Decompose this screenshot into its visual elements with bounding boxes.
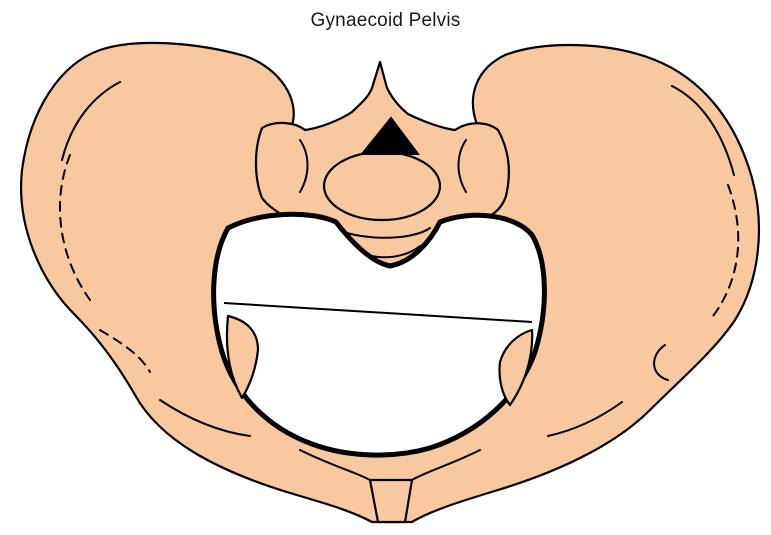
left-ischial-wedge: [225, 314, 260, 400]
left-lower-dashed-line: [99, 329, 151, 373]
diagram-title: Gynaecoid Pelvis: [310, 10, 461, 31]
right-ischial-curve: [547, 401, 623, 437]
pubic-left-ramus: [299, 449, 371, 481]
pubic-right-ramus: [411, 449, 481, 481]
left-ischial-curve: [159, 399, 251, 437]
vertebral-body: [322, 150, 442, 222]
sacral-detail-right: [457, 139, 467, 193]
right-ischial-wedge: [498, 328, 534, 407]
sacral-detail-left: [299, 139, 309, 193]
pubic-symphysis: [368, 478, 414, 524]
sacral-canal: [359, 116, 420, 155]
left-iliac-dashed-line: [58, 154, 91, 301]
right-iliac-inner-line: [671, 85, 735, 176]
left-iliac-inner-line: [61, 81, 121, 161]
transverse-diameter-line: [223, 302, 533, 323]
right-lower-bump: [653, 344, 669, 381]
pelvic-inlet: [211, 211, 547, 458]
right-iliac-dashed-line: [709, 184, 740, 321]
